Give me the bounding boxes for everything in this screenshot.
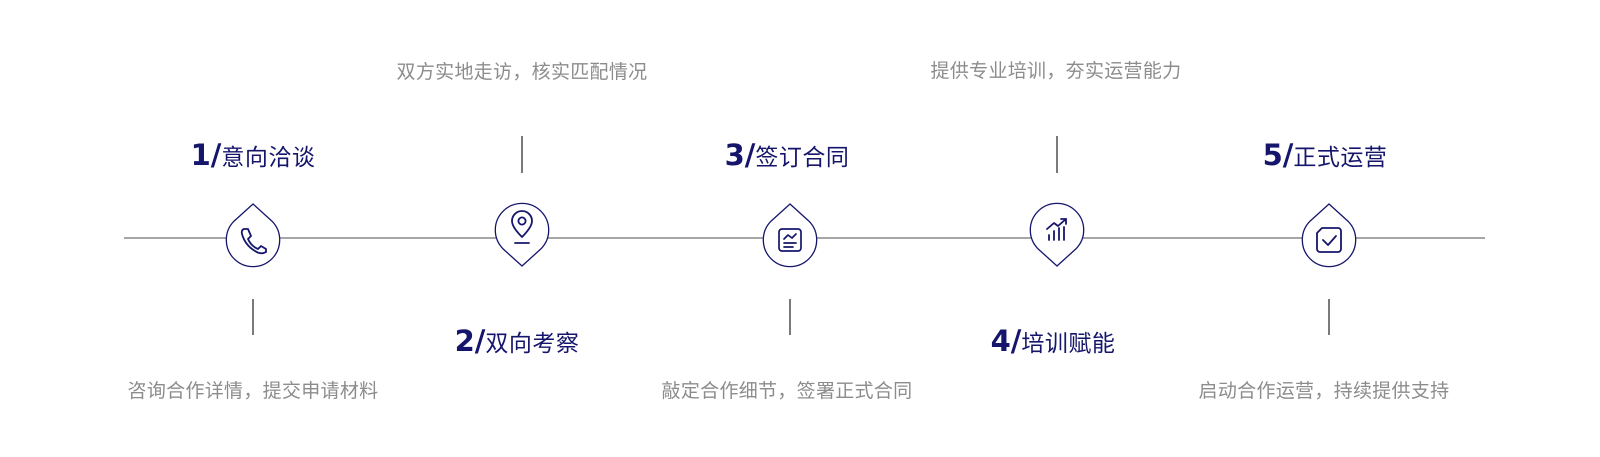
step-4-title: 4/培训赋能 [991, 326, 1116, 359]
step-4-number: 4/ [990, 324, 1022, 358]
step-5-description: 启动合作运营，持续提供支持 [1198, 380, 1450, 402]
step-3-marker [762, 203, 818, 268]
step-2-marker [494, 202, 550, 267]
step-5-number: 5/ [1262, 138, 1294, 172]
step-1-description: 咨询合作详情，提交申请材料 [127, 380, 379, 402]
step-4-marker [1029, 202, 1085, 267]
step-1-marker [225, 203, 281, 268]
step-3-title-text: 签订合同 [755, 145, 850, 171]
step-2-title: 2/双向考察 [455, 326, 580, 359]
step-1-number: 1/ [190, 138, 222, 172]
step-5-title-text: 正式运营 [1293, 145, 1388, 171]
step-3-title: 3/签订合同 [725, 140, 850, 173]
step-1-title-text: 意向洽谈 [221, 145, 316, 171]
growth-chart-icon [1046, 218, 1067, 241]
contract-document-icon [778, 228, 802, 252]
step-1-title: 1/意向洽谈 [191, 140, 316, 173]
step-4-description: 提供专业培训，夯实运营能力 [930, 60, 1182, 82]
step-3-number: 3/ [724, 138, 756, 172]
location-pin-icon [511, 210, 533, 244]
step-5-marker [1301, 203, 1357, 268]
checkmark-box-icon [1316, 227, 1342, 253]
step-5-title: 5/正式运营 [1263, 140, 1388, 173]
step-2-title-text: 双向考察 [485, 331, 580, 357]
phone-icon [240, 228, 267, 255]
step-4-title-text: 培训赋能 [1021, 331, 1116, 357]
step-2-description: 双方实地走访，核实匹配情况 [396, 61, 648, 83]
step-3-description: 敲定合作细节，签署正式合同 [661, 380, 913, 402]
step-2-number: 2/ [454, 324, 486, 358]
